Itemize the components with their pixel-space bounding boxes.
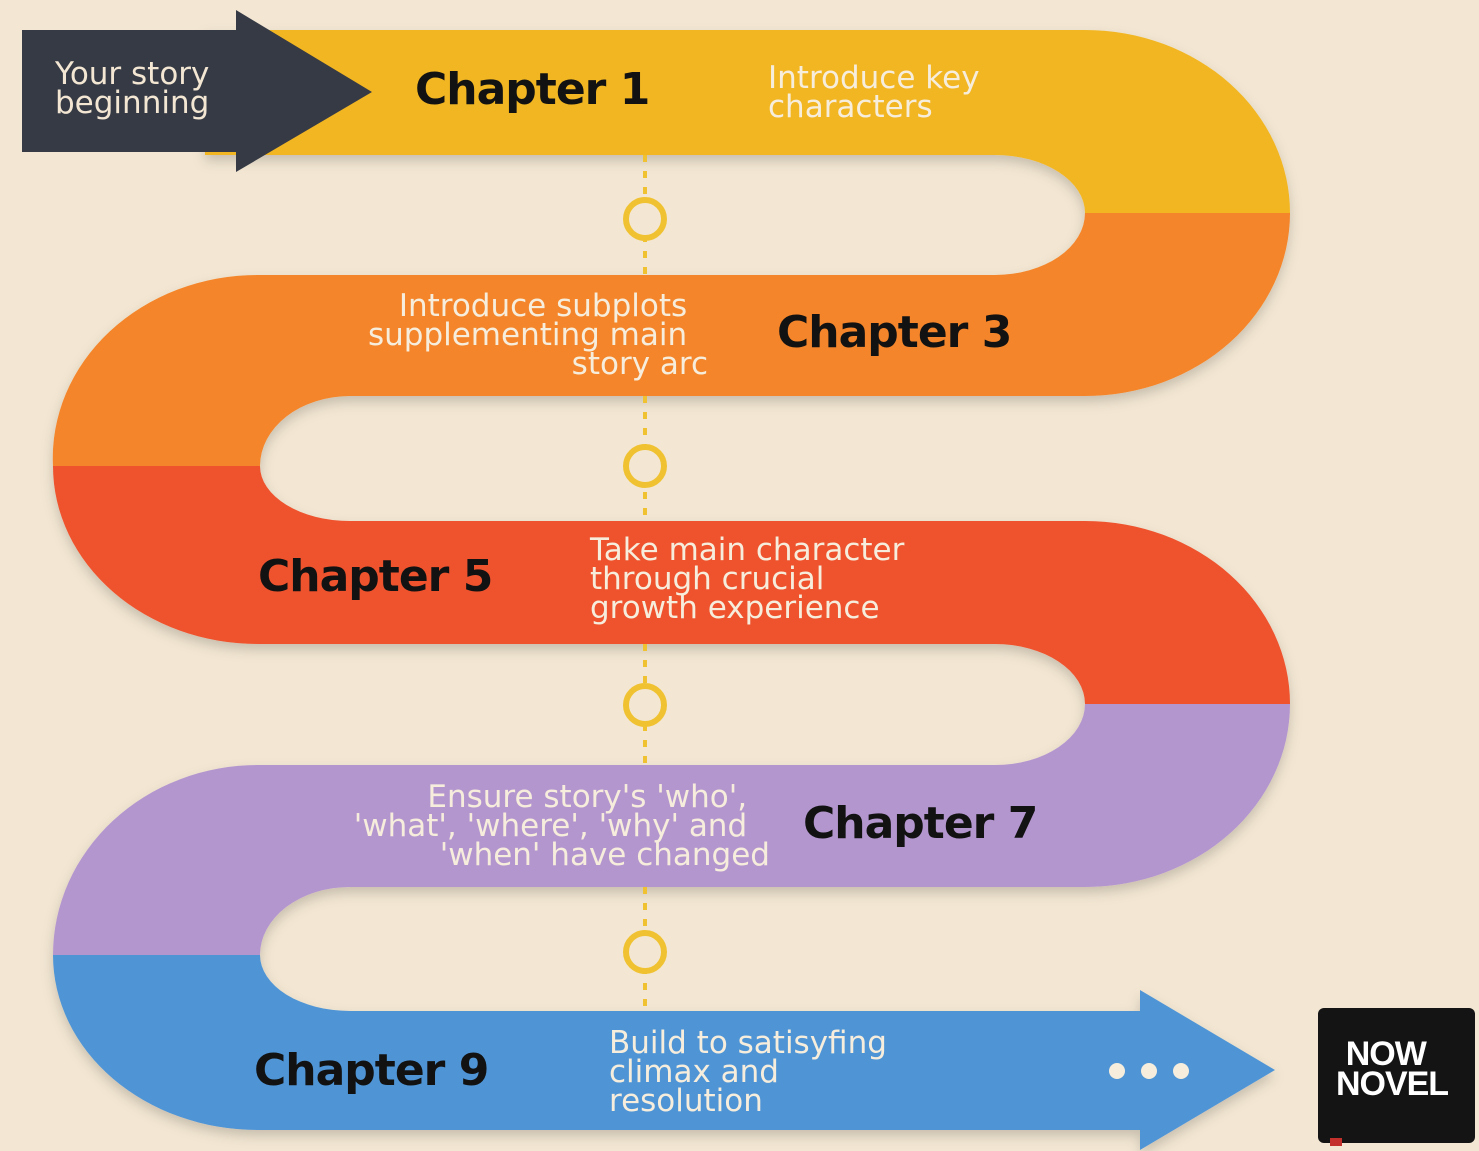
chapter-5-description-line: through crucial <box>590 561 824 597</box>
ellipsis-icon <box>1109 1063 1189 1079</box>
start-label: Your story beginning <box>54 56 219 121</box>
milestone-ring-icon <box>623 197 667 241</box>
ellipsis-dot <box>1173 1063 1189 1079</box>
logo-bookmark <box>1330 1138 1342 1146</box>
ellipsis-dot <box>1141 1063 1157 1079</box>
logo-line-now: NOW <box>1346 1035 1428 1073</box>
chapter-3-title: Chapter 3 <box>777 307 1011 358</box>
chapter-3-band <box>52 213 1290 466</box>
chapter-1-description: Introduce key characters <box>768 60 989 125</box>
chapter-9-description-line: climax and <box>609 1054 779 1090</box>
chapter-5-band <box>53 466 1290 704</box>
milestone-ring-icon <box>623 683 667 727</box>
chapter-9-title: Chapter 9 <box>254 1045 488 1096</box>
start-label-line-1: Your story <box>54 56 209 92</box>
milestone-ring-icon <box>623 930 667 974</box>
chapter-5-description: Take main character through crucial grow… <box>589 532 914 626</box>
chapter-3-description-line: story arc <box>572 346 708 382</box>
chapter-7-description: Ensure story's 'who', 'what', 'where', '… <box>354 779 770 873</box>
chapter-5-description-line: Take main character <box>589 532 905 568</box>
logo-text: NOW NOVEL <box>1336 1035 1448 1103</box>
chapter-3-description-line: supplementing main <box>368 317 687 353</box>
chapter-9-description: Build to satisyfing climax and resolutio… <box>609 1025 897 1119</box>
chapter-1-description-line: characters <box>768 89 933 125</box>
chapter-7-band <box>53 704 1290 955</box>
chapter-1-band <box>205 30 1290 213</box>
start-label-line-2: beginning <box>55 85 209 121</box>
chapter-5-title: Chapter 5 <box>258 551 492 602</box>
chapter-7-description-line: 'what', 'where', 'why' and <box>354 808 747 844</box>
chapter-7-description-line: 'when' have changed <box>440 837 770 873</box>
logo-badge <box>1318 1008 1475 1143</box>
chapter-1-description-line: Introduce key <box>768 60 980 96</box>
chapter-7-title: Chapter 7 <box>803 798 1037 849</box>
chapter-3-description-line: Introduce subplots <box>399 288 687 324</box>
ellipsis-dot <box>1109 1063 1125 1079</box>
start-arrow <box>22 10 372 172</box>
now-novel-logo: NOW NOVEL <box>1318 1008 1475 1146</box>
chapter-5-description-line: growth experience <box>590 590 880 626</box>
chapter-9-band <box>53 955 1275 1150</box>
chapter-7-description-line: Ensure story's 'who', <box>427 779 747 815</box>
chapter-9-description-line: resolution <box>609 1083 763 1119</box>
logo-line-novel: NOVEL <box>1336 1065 1448 1103</box>
chapter-1-title: Chapter 1 <box>415 64 649 115</box>
chapter-3-description: Introduce subplots supplementing main st… <box>368 288 708 382</box>
chapter-9-description-line: Build to satisyfing <box>609 1025 887 1061</box>
milestone-ring-icon <box>623 444 667 488</box>
connector-group <box>623 155 667 1011</box>
